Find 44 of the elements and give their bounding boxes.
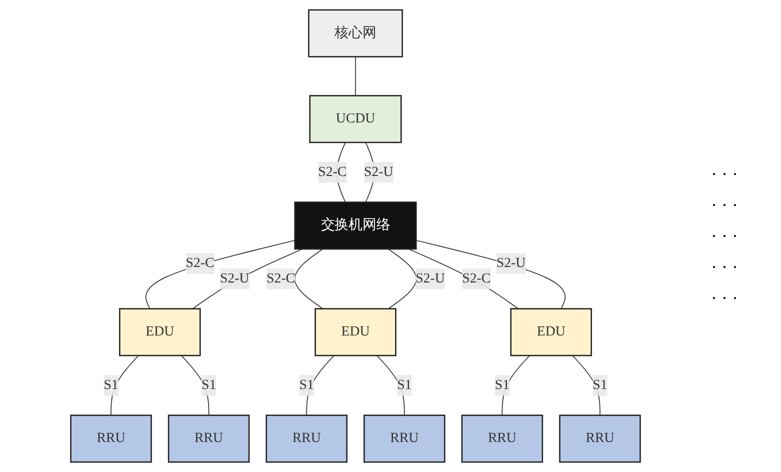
- connector: [502, 355, 530, 416]
- connector: [388, 248, 417, 310]
- edge-label: S2-C: [462, 271, 491, 286]
- edge-label: S2-C: [266, 271, 296, 286]
- edge-label: S2-C: [186, 256, 214, 270]
- node-box: RRU: [559, 414, 641, 463]
- ellipsis-label: · · ·: [711, 288, 739, 308]
- edge-label: S2-U: [364, 164, 394, 180]
- edge-label: S1: [104, 378, 118, 392]
- edge-label: S2-U: [496, 256, 526, 270]
- ellipsis-label: · · ·: [711, 226, 739, 246]
- connector: [376, 355, 405, 416]
- connector: [110, 355, 139, 416]
- connector: [145, 240, 296, 310]
- ellipsis-label: · · ·: [711, 256, 739, 278]
- node-box: 交换机网络: [294, 202, 417, 250]
- connector: [355, 56, 356, 96]
- connector: [306, 355, 334, 416]
- connector: [180, 355, 210, 416]
- edge-label: S1: [201, 378, 216, 392]
- edge-label: S1: [592, 378, 608, 392]
- node-box: EDU: [314, 308, 396, 356]
- node-box: RRU: [168, 414, 250, 463]
- connector: [294, 248, 324, 310]
- node-box: EDU: [510, 308, 592, 356]
- node-box: RRU: [70, 414, 152, 463]
- node-box: RRU: [266, 414, 348, 463]
- node-box: EDU: [119, 308, 201, 356]
- node-box: RRU: [364, 414, 446, 463]
- edge-label: S1: [397, 378, 412, 392]
- node-box: UCDU: [309, 95, 402, 144]
- connector: [572, 355, 600, 416]
- edge-label: S2-U: [416, 271, 445, 286]
- edge-label: S1: [494, 378, 510, 392]
- node-box: 核心网: [308, 9, 403, 58]
- edge-label: S2-C: [318, 164, 347, 180]
- ellipsis-label: · · ·: [711, 194, 739, 216]
- connector: [408, 248, 519, 310]
- node-box: RRU: [461, 414, 544, 463]
- edge-label: S2-U: [220, 271, 250, 286]
- edge-label: S1: [299, 378, 314, 392]
- ellipsis-label: · · ·: [711, 164, 739, 184]
- connector: [192, 248, 303, 310]
- connector: [416, 240, 566, 310]
